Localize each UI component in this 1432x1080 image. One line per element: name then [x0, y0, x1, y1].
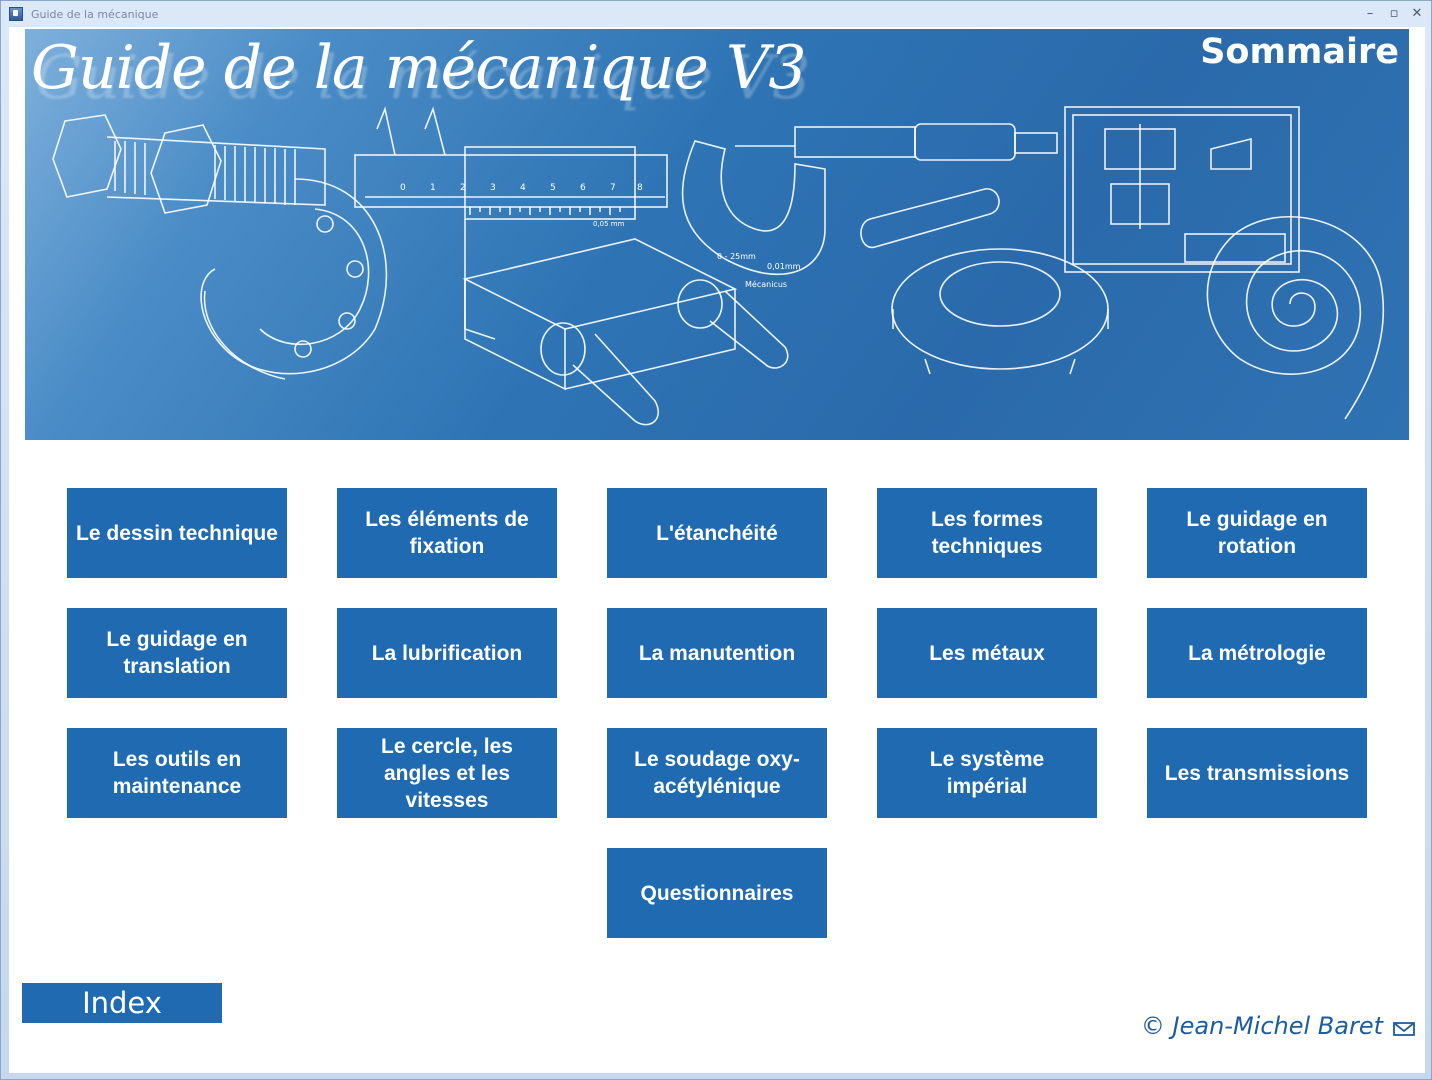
maximize-button[interactable]: ▫	[1389, 6, 1399, 21]
micrometer-precision: 0,01mm	[767, 262, 801, 271]
caliper-tick: 7	[610, 183, 616, 193]
micrometer-range: 0 - 25mm	[717, 252, 756, 261]
caliper-tick: 6	[580, 183, 586, 193]
menu-tile-formes-techniques[interactable]: Les formes techniques	[877, 488, 1097, 578]
menu-tile-soudage[interactable]: Le soudage oxy-acétylénique	[607, 728, 827, 818]
menu-tile-metaux[interactable]: Les métaux	[877, 608, 1097, 698]
menu-tile-outils-maintenance[interactable]: Les outils en maintenance	[67, 728, 287, 818]
envelope-icon[interactable]	[1393, 1021, 1415, 1042]
micrometer-brand: Mécanicus	[745, 279, 787, 289]
menu-tile-questionnaires[interactable]: Questionnaires	[607, 848, 827, 938]
caliper-tick: 3	[490, 183, 496, 193]
close-button[interactable]: ✕	[1411, 6, 1423, 21]
menu-tile-lubrification[interactable]: La lubrification	[337, 608, 557, 698]
menu-tile-elements-fixation[interactable]: Les éléments de fixation	[337, 488, 557, 578]
menu-tile-dessin-technique[interactable]: Le dessin technique	[67, 488, 287, 578]
menu-tile-transmissions[interactable]: Les transmissions	[1147, 728, 1367, 818]
bearing-drawing	[200, 178, 388, 380]
mechanical-blueprint-illustration: 0 1 2 3 4 5 6 7 8 0,05 mm 0 - 25mm 0,01m…	[52, 106, 1385, 426]
caliper-tick: 8	[637, 183, 643, 193]
caliper-tick: 2	[460, 183, 466, 193]
main-content: 0 1 2 3 4 5 6 7 8 0,05 mm 0 - 25mm 0,01m…	[9, 27, 1425, 1073]
copyright-text: © Jean-Michel Baret	[1140, 1012, 1383, 1040]
menu-tile-manutention[interactable]: La manutention	[607, 608, 827, 698]
caliper-tick: 1	[430, 183, 436, 193]
menu-tile-cercle-angles-vitesses[interactable]: Le cercle, les angles et les vitesses	[337, 728, 557, 818]
caliper-precision: 0,05 mm	[593, 220, 625, 228]
technical-drawing-sheet	[1064, 106, 1300, 273]
bevel-gear-drawing	[860, 188, 1109, 375]
vice-block-drawing	[462, 238, 789, 426]
menu-tile-etancheite[interactable]: L'étanchéité	[607, 488, 827, 578]
caliper-tick: 4	[520, 183, 526, 193]
app-icon	[9, 7, 23, 21]
spiral-spring-drawing	[1206, 215, 1385, 420]
minimize-button[interactable]: –	[1366, 6, 1374, 21]
page-heading: Sommaire	[1200, 32, 1399, 72]
caliper-tick: 5	[550, 183, 556, 193]
bolt-drawing	[52, 114, 326, 214]
caliper-drawing	[354, 106, 668, 340]
menu-tile-metrologie[interactable]: La métrologie	[1147, 608, 1367, 698]
header-banner: 0 1 2 3 4 5 6 7 8 0,05 mm 0 - 25mm 0,01m…	[25, 29, 1409, 440]
caliper-tick: 0	[400, 183, 406, 193]
title-bar[interactable]: Guide de la mécanique – ▫ ✕	[1, 1, 1431, 27]
app-title: Guide de la mécanique V3	[31, 33, 807, 103]
micrometer-drawing	[681, 123, 1058, 276]
window-title: Guide de la mécanique	[31, 8, 159, 21]
menu-tile-systeme-imperial[interactable]: Le système impérial	[877, 728, 1097, 818]
index-button[interactable]: Index	[22, 983, 222, 1023]
menu-tile-guidage-translation[interactable]: Le guidage en translation	[67, 608, 287, 698]
menu-tile-guidage-rotation[interactable]: Le guidage en rotation	[1147, 488, 1367, 578]
